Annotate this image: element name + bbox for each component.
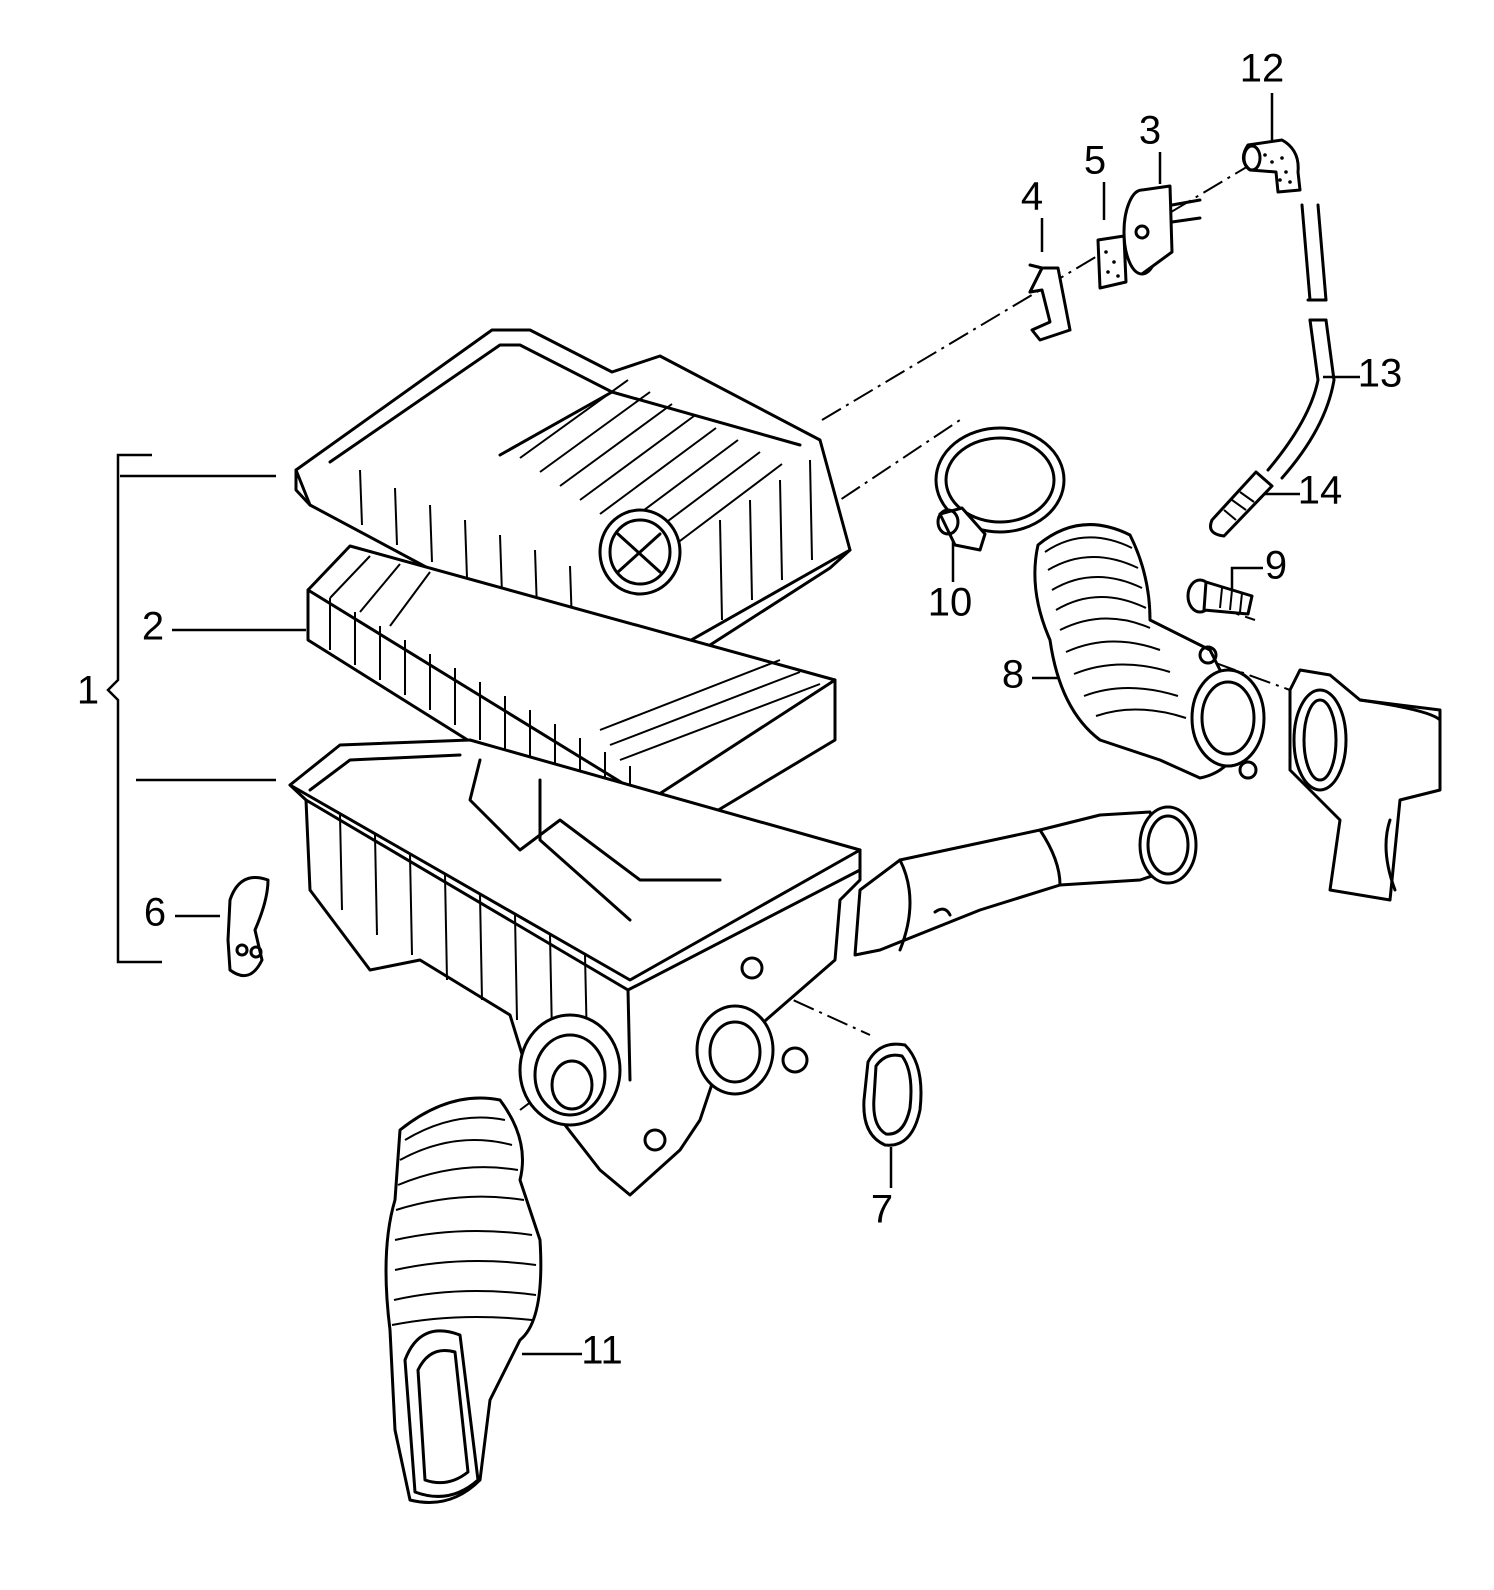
callout-14: 14 xyxy=(1298,469,1343,513)
callout-1: 1 xyxy=(77,669,99,713)
part-3-valve xyxy=(1122,184,1202,276)
callout-labels: 1 2 3 4 5 6 7 8 9 10 11 12 13 14 xyxy=(77,47,1402,1373)
leader-lines xyxy=(106,93,1360,1356)
callout-5: 5 xyxy=(1084,139,1106,183)
bracket-1 xyxy=(106,453,162,964)
callout-9: 9 xyxy=(1265,544,1287,588)
part-9-bolt xyxy=(1186,578,1254,616)
part-14-sleeve xyxy=(1209,470,1274,538)
leader-9 xyxy=(1230,566,1263,593)
part-12-elbow-connector xyxy=(1242,138,1302,194)
part-4-bracket-clip xyxy=(1028,263,1072,342)
part-11-intake-duct xyxy=(384,1096,543,1504)
throttle-body xyxy=(1288,668,1442,902)
callout-10: 10 xyxy=(928,581,973,625)
callout-11: 11 xyxy=(581,1329,623,1373)
part-5-gasket-plate xyxy=(1096,234,1128,290)
callout-6: 6 xyxy=(144,891,166,935)
part-10-hose-clamp xyxy=(934,426,1066,552)
part-8-corrugated-hose xyxy=(1033,523,1266,780)
callout-12: 12 xyxy=(1240,47,1285,91)
part-1-lower-housing xyxy=(288,738,862,1197)
part-7-gasket-ring xyxy=(862,1042,923,1147)
callout-13: 13 xyxy=(1358,352,1403,396)
intake-tube xyxy=(853,805,1198,957)
part-13-hose xyxy=(1266,203,1336,480)
callout-3: 3 xyxy=(1139,109,1161,153)
callout-7: 7 xyxy=(871,1188,893,1232)
callout-2: 2 xyxy=(142,605,164,649)
callout-4: 4 xyxy=(1021,175,1043,219)
axis-cover-to-valve xyxy=(821,164,1251,421)
part-6-clip xyxy=(226,876,270,978)
callout-8: 8 xyxy=(1002,653,1024,697)
